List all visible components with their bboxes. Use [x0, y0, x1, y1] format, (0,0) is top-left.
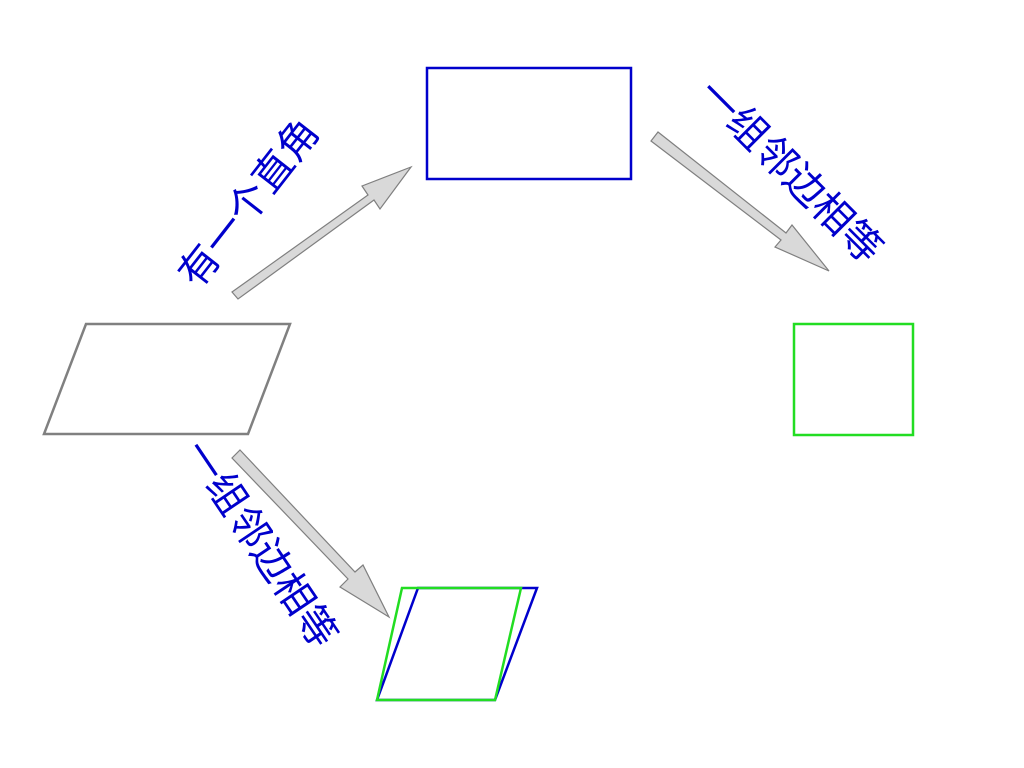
- rectangle-shape: [425, 66, 633, 181]
- arrow-to-rhombus: [231, 449, 391, 619]
- label-one-right-angle: 有一个直角: [170, 110, 329, 296]
- arrow-to-square: [650, 131, 830, 272]
- parallelogram-shape: [42, 322, 292, 436]
- square-shape: [792, 322, 915, 437]
- arrow-to-rectangle: [231, 165, 413, 300]
- rhombus-green-outline: [375, 586, 523, 702]
- rhombus-blue-outline: [375, 586, 539, 702]
